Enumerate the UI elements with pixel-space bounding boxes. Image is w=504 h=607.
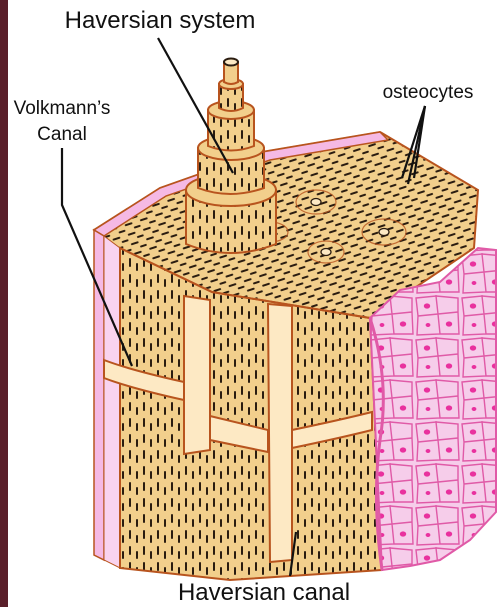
label-volkmanns-line2: Canal bbox=[37, 124, 87, 145]
haversian-system-cylinder bbox=[186, 59, 276, 254]
label-osteocytes: osteocytes bbox=[383, 82, 474, 103]
label-volkmanns-line1: Volkmann’s bbox=[14, 98, 111, 119]
label-haversian-canal: Haversian canal bbox=[178, 579, 350, 606]
label-haversian-system: Haversian system bbox=[65, 7, 256, 34]
